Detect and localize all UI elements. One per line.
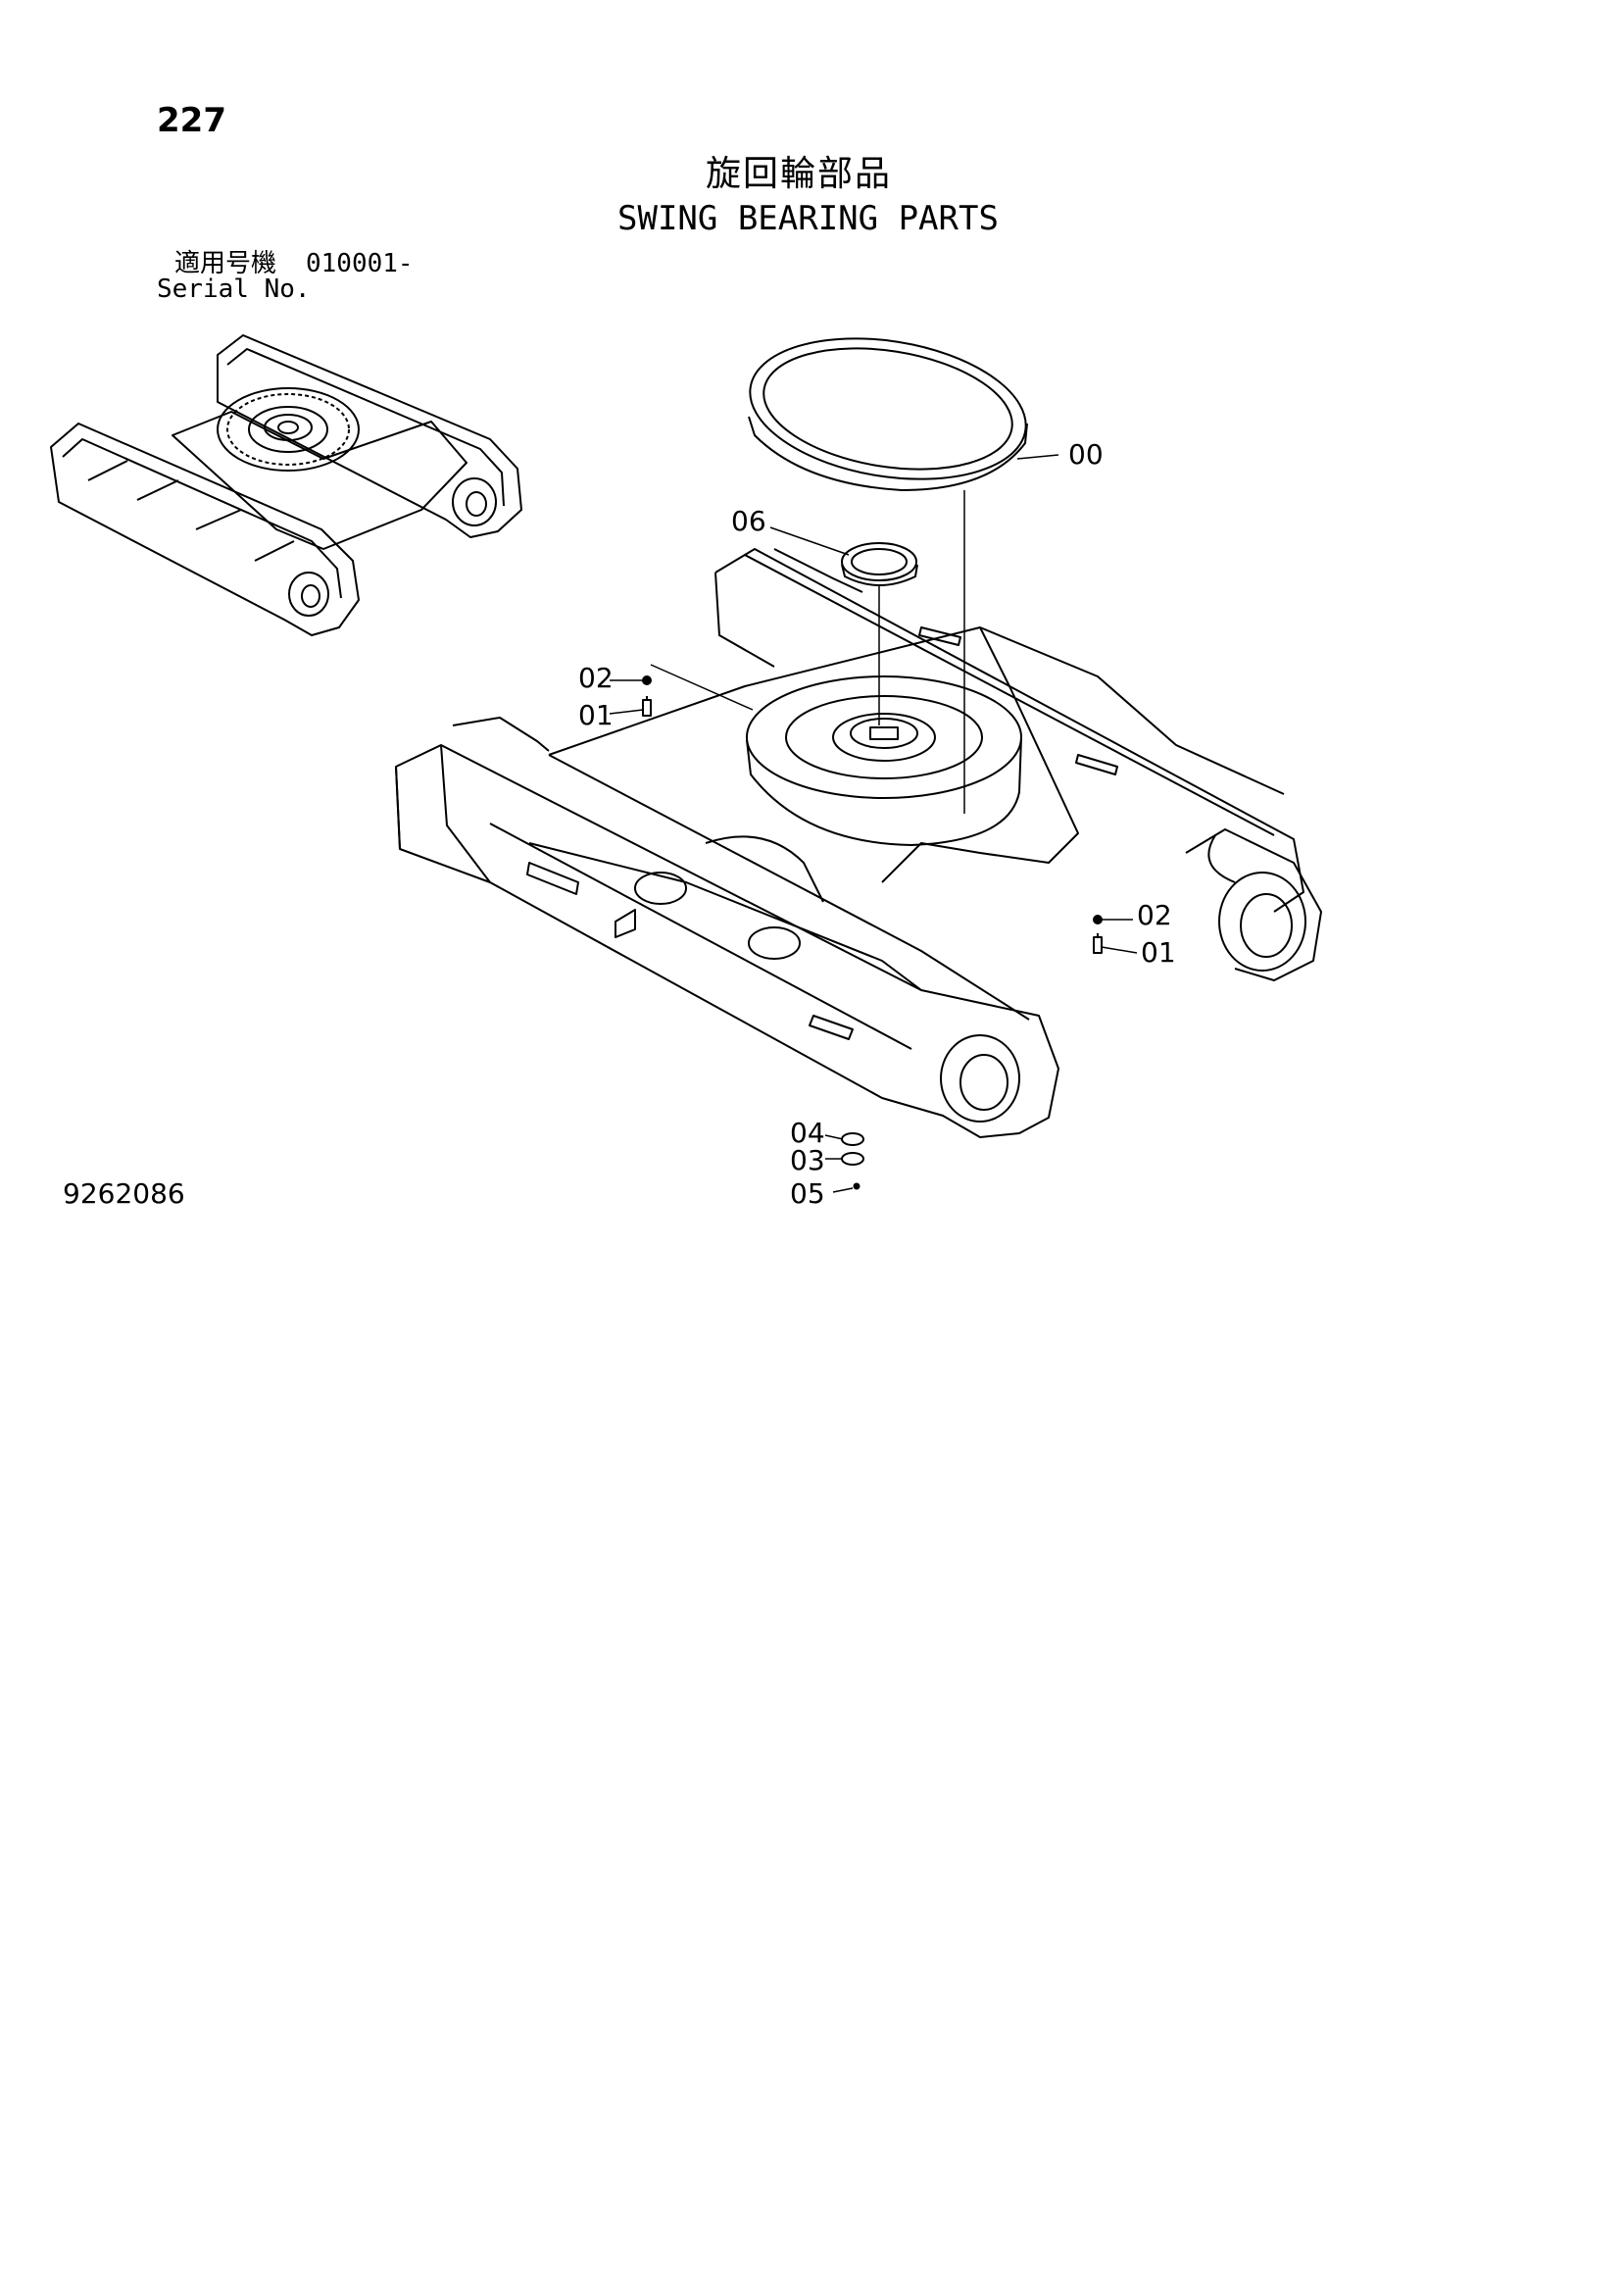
callout-01-left: 01 bbox=[578, 699, 614, 731]
undercarriage-track-frame bbox=[395, 548, 1322, 1138]
seal-ring bbox=[841, 542, 918, 586]
assembly-guide-lines bbox=[650, 490, 965, 814]
callout-00: 00 bbox=[1068, 438, 1104, 471]
callout-05: 05 bbox=[790, 1177, 825, 1210]
bolt-and-washer-left bbox=[642, 675, 652, 717]
serial-label-english: Serial No. bbox=[157, 275, 311, 304]
small-parts-group bbox=[841, 1132, 864, 1190]
exploded-parts-diagram bbox=[50, 334, 1322, 1193]
overview-undercarriage-inset bbox=[50, 334, 522, 636]
serial-label-japanese: 適用号機 bbox=[174, 249, 277, 278]
title-japanese: 旋回輪部品 bbox=[706, 154, 893, 194]
callout-04: 04 bbox=[790, 1117, 825, 1149]
page-number: 227 bbox=[157, 101, 226, 140]
drawing-number: 9262086 bbox=[63, 1177, 185, 1210]
bolt-and-washer-right bbox=[1093, 915, 1103, 954]
callout-02-right: 02 bbox=[1137, 899, 1172, 931]
title-english: SWING BEARING PARTS bbox=[617, 199, 999, 238]
serial-number-range: 010001- bbox=[306, 249, 414, 278]
callout-06: 06 bbox=[731, 505, 766, 537]
callout-03: 03 bbox=[790, 1144, 825, 1176]
callout-02-left: 02 bbox=[578, 662, 614, 694]
swing-bearing-ring bbox=[748, 337, 1028, 491]
callout-01-right: 01 bbox=[1141, 936, 1176, 969]
leader-lines bbox=[609, 454, 1138, 1193]
